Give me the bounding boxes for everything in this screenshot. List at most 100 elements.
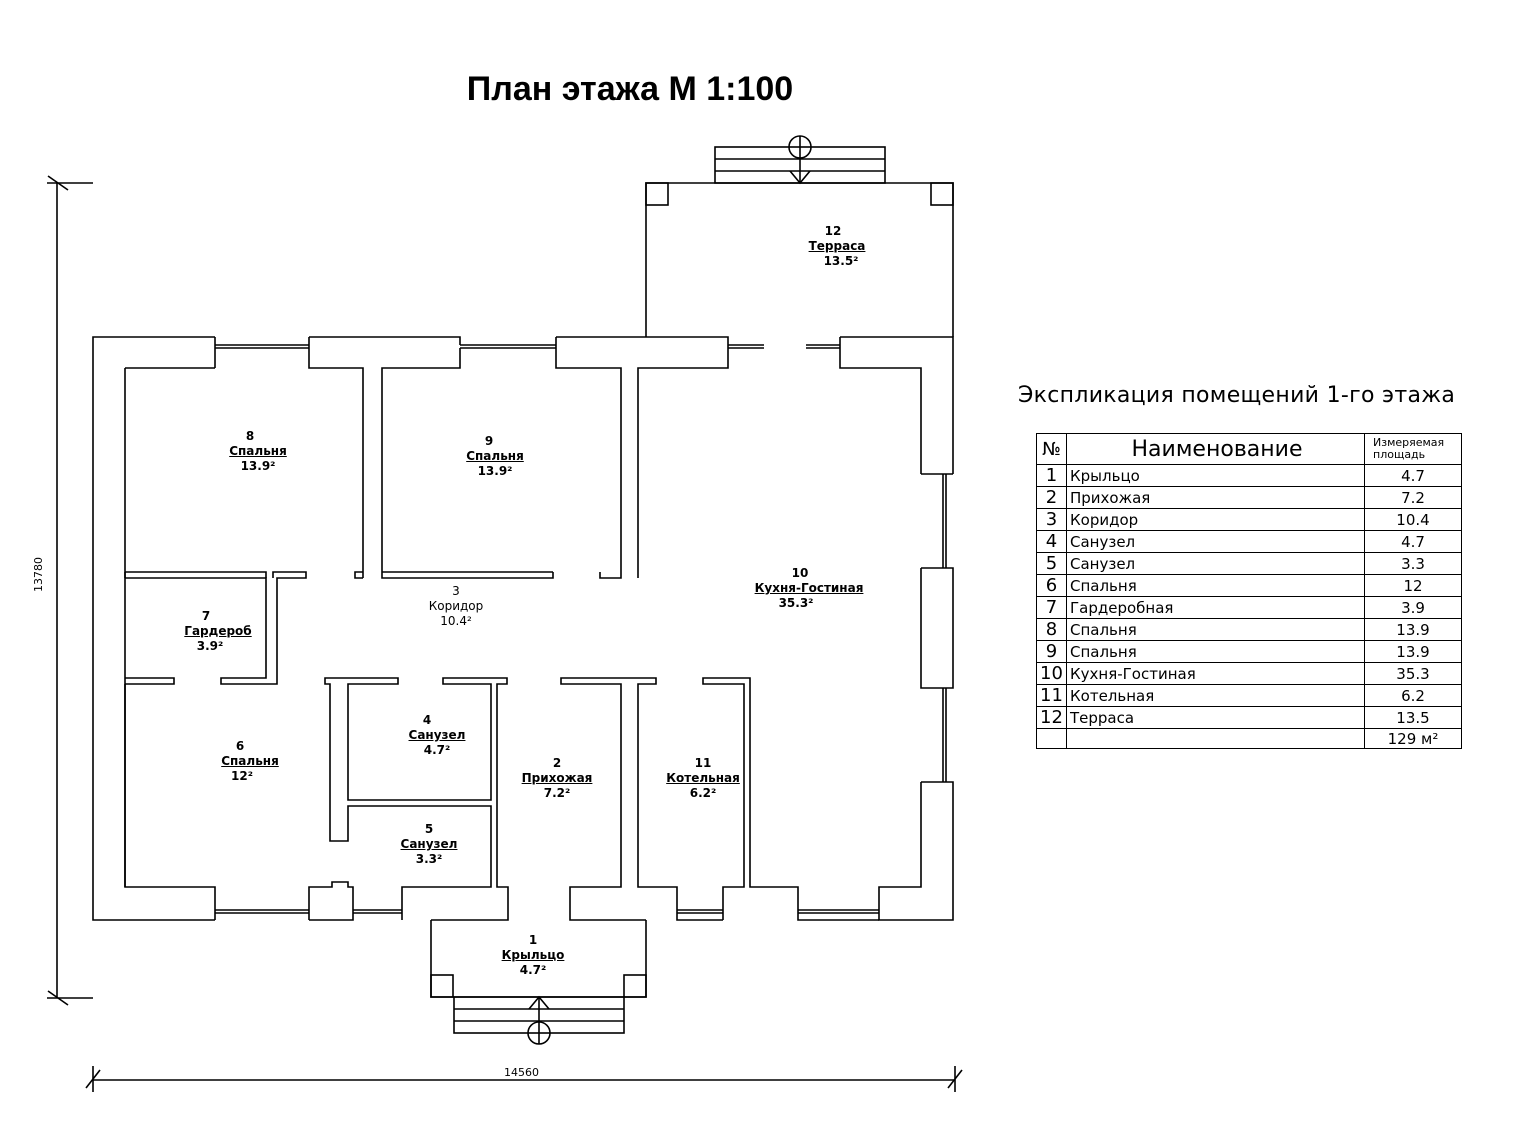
row-area: 3.3 xyxy=(1364,552,1462,575)
table-header-row: № Наименование Измеряемая площадь xyxy=(1036,433,1462,465)
room-label-5: 5 Санузел 3.3² xyxy=(386,822,472,867)
room-label-12: 12 Терраса 13.5² xyxy=(794,224,880,269)
row-number: 2 xyxy=(1036,486,1067,509)
room-area: 35.3² xyxy=(778,596,814,610)
row-area: 12 xyxy=(1364,574,1462,597)
room-label-11: 11 Котельная 6.2² xyxy=(658,756,748,801)
row-area: 4.7 xyxy=(1364,464,1462,487)
dimension-height-label: 13780 xyxy=(32,557,45,592)
room-number: 12 xyxy=(824,224,842,238)
row-name: Спальня xyxy=(1066,574,1365,597)
row-number: 6 xyxy=(1036,574,1067,597)
room-label-1: 1 Крыльцо 4.7² xyxy=(490,933,576,978)
row-area: 13.9 xyxy=(1364,640,1462,663)
row-name: Коридор xyxy=(1066,508,1365,531)
row-number: 3 xyxy=(1036,508,1067,531)
room-area: 6.2² xyxy=(689,786,717,800)
room-name: Котельная xyxy=(666,771,740,785)
row-name: Санузел xyxy=(1066,552,1365,575)
row-name: Спальня xyxy=(1066,618,1365,641)
room-area: 13.9² xyxy=(477,464,513,478)
terrace-stairs xyxy=(714,135,886,185)
room-area: 3.9² xyxy=(196,639,224,653)
total-area: 129 м² xyxy=(1364,728,1462,749)
row-name: Прихожая xyxy=(1066,486,1365,509)
room-area: 7.2² xyxy=(543,786,571,800)
row-area: 7.2 xyxy=(1364,486,1462,509)
room-label-2: 2 Прихожая 7.2² xyxy=(510,756,604,801)
room-name: Терраса xyxy=(808,239,866,253)
room-name: Санузел xyxy=(408,728,466,742)
room-name: Прихожая xyxy=(521,771,593,785)
room-number: 3 xyxy=(452,584,460,598)
row-area: 13.9 xyxy=(1364,618,1462,641)
room-number: 9 xyxy=(484,434,494,448)
room-label-7: 7 Гардероб 3.9² xyxy=(176,609,260,654)
total-no-cell xyxy=(1036,728,1067,749)
row-name: Котельная xyxy=(1066,684,1365,707)
header-no: № xyxy=(1036,433,1067,465)
row-number: 1 xyxy=(1036,464,1067,487)
row-number: 10 xyxy=(1036,662,1067,685)
dimension-horizontal xyxy=(85,1066,963,1092)
room-area: 4.7² xyxy=(423,743,451,757)
room-label-6: 6 Спальня 12² xyxy=(210,739,290,784)
room-area: 13.9² xyxy=(240,459,276,473)
row-name: Гардеробная xyxy=(1066,596,1365,619)
room-name: Кухня-Гостиная xyxy=(754,581,864,595)
room-label-3: 3 Коридор 10.4² xyxy=(414,584,498,629)
explication-title: Экспликация помещений 1-го этажа xyxy=(1018,383,1456,408)
row-number: 12 xyxy=(1036,706,1067,729)
room-label-8: 8 Спальня 13.9² xyxy=(216,429,300,474)
room-area: 10.4² xyxy=(440,614,472,628)
row-number: 11 xyxy=(1036,684,1067,707)
row-area: 35.3 xyxy=(1364,662,1462,685)
room-number: 5 xyxy=(424,822,434,836)
room-number: 10 xyxy=(791,566,809,580)
row-name: Санузел xyxy=(1066,530,1365,553)
header-area: Измеряемая площадь xyxy=(1364,433,1462,465)
room-area: 4.7² xyxy=(519,963,547,977)
room-number: 2 xyxy=(552,756,562,770)
row-name: Терраса xyxy=(1066,706,1365,729)
row-name: Кухня-Гостиная xyxy=(1066,662,1365,685)
room-name: Гардероб xyxy=(184,624,252,638)
plan-title: План этажа М 1:100 xyxy=(466,70,794,108)
row-name: Спальня xyxy=(1066,640,1365,663)
room-name: Коридор xyxy=(428,599,484,613)
room-name: Спальня xyxy=(466,449,524,463)
row-area: 13.5 xyxy=(1364,706,1462,729)
total-name-cell xyxy=(1066,728,1365,749)
row-number: 9 xyxy=(1036,640,1067,663)
room-area: 12² xyxy=(231,769,253,783)
room-number: 7 xyxy=(201,609,211,623)
row-name: Крыльцо xyxy=(1066,464,1365,487)
row-number: 4 xyxy=(1036,530,1067,553)
porch-stairs xyxy=(453,995,625,1045)
table-total-row: 129 м² xyxy=(1036,728,1462,749)
row-area: 6.2 xyxy=(1364,684,1462,707)
room-area: 3.3² xyxy=(415,852,443,866)
room-label-9: 9 Спальня 13.9² xyxy=(453,434,537,479)
row-area: 4.7 xyxy=(1364,530,1462,553)
row-area: 3.9 xyxy=(1364,596,1462,619)
room-name: Спальня xyxy=(221,754,279,768)
room-number: 6 xyxy=(235,739,245,753)
room-name: Санузел xyxy=(400,837,458,851)
floor-plan-drawing xyxy=(47,135,963,1092)
room-area: 13.5² xyxy=(823,254,859,268)
dimension-vertical xyxy=(47,175,93,1006)
row-number: 5 xyxy=(1036,552,1067,575)
row-number: 8 xyxy=(1036,618,1067,641)
